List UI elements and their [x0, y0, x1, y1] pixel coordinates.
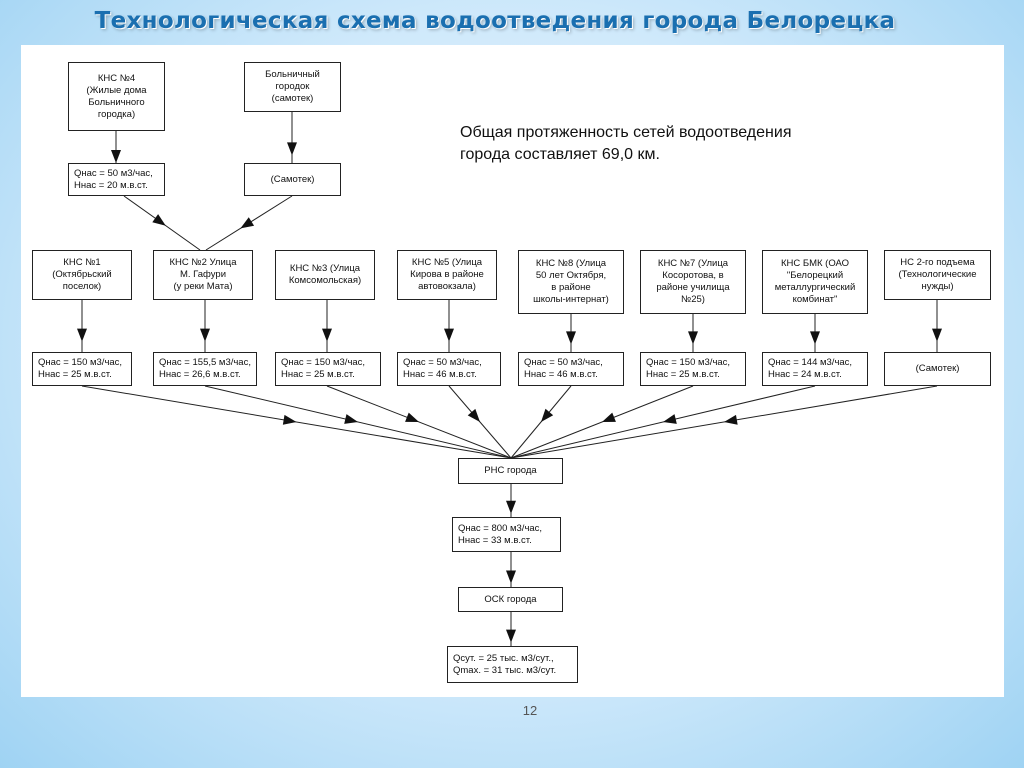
- node-rns-params: Qнас = 800 м3/час, Hнас = 33 м.в.ст.: [452, 517, 561, 552]
- station-kns5: КНС №5 (Улица Кирова в районе автовокзал…: [397, 250, 497, 300]
- station-kns7: КНС №7 (Улица Косоротова, в районе учили…: [640, 250, 746, 314]
- params-kns7: Qнас = 150 м3/час, Hнас = 25 м.в.ст.: [640, 352, 746, 386]
- station-kns-bmk: КНС БМК (ОАО "Белорецкий металлургически…: [762, 250, 868, 314]
- node-kns4: КНС №4 (Жилые дома Больничного городка): [68, 62, 165, 131]
- node-hospital-town: Больничный городок (самотек): [244, 62, 341, 112]
- node-hospital-gravity: (Самотек): [244, 163, 341, 196]
- params-kns1: Qнас = 150 м3/час, Hнас = 25 м.в.ст.: [32, 352, 132, 386]
- page-number: 12: [522, 703, 538, 718]
- station-kns1: КНС №1 (Октябрьский поселок): [32, 250, 132, 300]
- node-osk: ОСК города: [458, 587, 563, 612]
- node-kns4-params: Qнас = 50 м3/час, Hнас = 20 м.в.ст.: [68, 163, 165, 196]
- params-kns8: Qнас = 50 м3/час, Hнас = 46 м.в.ст.: [518, 352, 624, 386]
- station-kns8: КНС №8 (Улица 50 лет Октября, в районе ш…: [518, 250, 624, 314]
- params-kns2: Qнас = 155,5 м3/час, Hнас = 26,6 м.в.ст.: [153, 352, 257, 386]
- node-osk-params: Qсут. = 25 тыс. м3/сут., Qmax. = 31 тыс.…: [447, 646, 578, 683]
- node-rns: РНС города: [458, 458, 563, 484]
- params-kns5: Qнас = 50 м3/час, Hнас = 46 м.в.ст.: [397, 352, 501, 386]
- station-kns3: КНС №3 (Улица Комсомольская): [275, 250, 375, 300]
- slide-title: Технологическая схема водоотведения горо…: [94, 8, 896, 34]
- station-ns2: НС 2-го подъема (Технологические нужды): [884, 250, 991, 300]
- params-ns2: (Самотек): [884, 352, 991, 386]
- station-kns2: КНС №2 Улица М. Гафури (у реки Мата): [153, 250, 253, 300]
- params-kns3: Qнас = 150 м3/час, Hнас = 25 м.в.ст.: [275, 352, 381, 386]
- params-kns-bmk: Qнас = 144 м3/час, Hнас = 24 м.в.ст.: [762, 352, 868, 386]
- network-length-summary: Общая протяженность сетей водоотведения …: [460, 124, 792, 163]
